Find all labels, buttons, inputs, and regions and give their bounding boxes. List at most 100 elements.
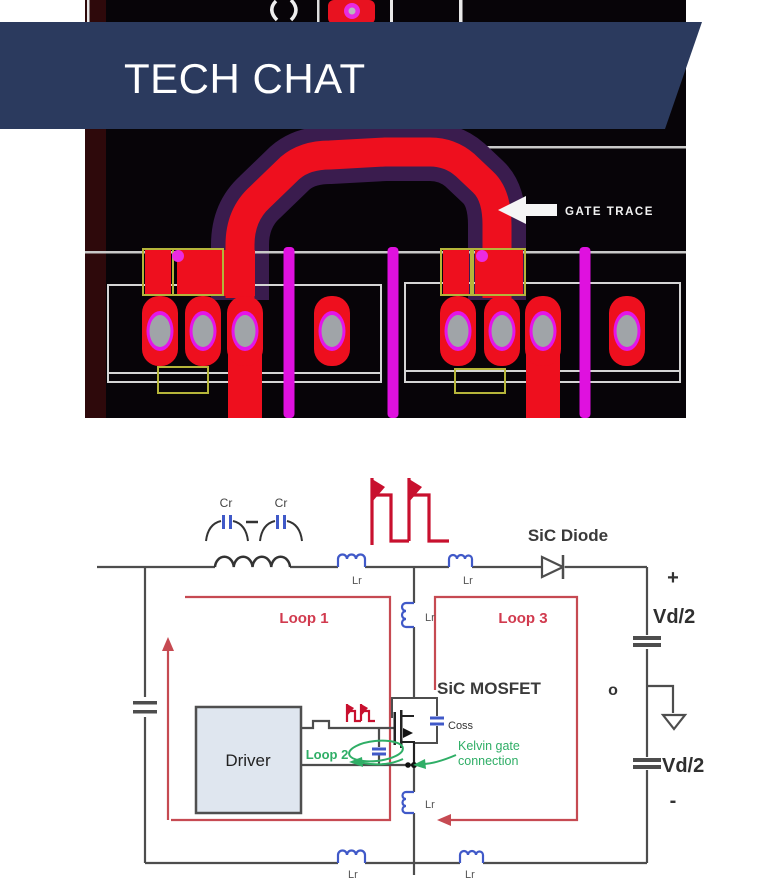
loop2-arrowhead — [349, 757, 363, 767]
loop3-label: Loop 3 — [498, 610, 547, 627]
gate-drive-wire — [301, 719, 394, 730]
node-o-label: o — [608, 682, 618, 699]
left-capacitor-icon — [133, 701, 157, 714]
waveform-spike — [409, 479, 422, 502]
circuit-schematic: Loop 1 Loop 3 — [85, 445, 768, 881]
lr-bottom-right-label: Lr — [465, 869, 475, 880]
pcb-top-arc-left — [270, 0, 279, 22]
pcb-top-bar-1 — [317, 0, 320, 22]
loop2-arrow-line — [358, 758, 404, 766]
sic-diode-label: SiC Diode — [528, 526, 608, 545]
pcb-top-bar-3 — [459, 0, 463, 22]
cap-plate — [133, 701, 157, 705]
yellow-outline — [472, 248, 526, 296]
gate-trace-label: GATE TRACE — [565, 206, 654, 218]
pcb-top-fragments — [87, 0, 463, 24]
lr-bottom-right-icon — [458, 849, 485, 863]
loop1-path — [166, 595, 392, 822]
mosfet-stubs — [402, 715, 415, 765]
pcb-stripe-1 — [283, 247, 295, 418]
cr-left-label: Cr — [220, 496, 233, 510]
mosfet-gate-bar — [393, 712, 396, 745]
coss-plate — [430, 716, 444, 720]
mosfet-body-loop — [391, 697, 438, 744]
cr-plate — [229, 515, 232, 529]
kelvin-annotation — [413, 754, 457, 769]
pcb-pin-posts-right — [440, 248, 526, 394]
yellow-outline — [440, 248, 472, 296]
sic-diode-symbol — [540, 555, 566, 579]
cap-plate — [633, 636, 661, 640]
kelvin-label-line1: Kelvin gate — [458, 739, 520, 753]
pad — [142, 296, 178, 366]
post — [177, 250, 255, 296]
lr-top-right-icon — [447, 553, 474, 567]
lr-inductors-bottom — [336, 849, 485, 863]
vd-bottom-label: Vd/2 — [662, 755, 704, 777]
kelvin-arrow-line — [421, 754, 457, 765]
cr-plate — [276, 515, 279, 529]
vd-top-label: Vd/2 — [653, 606, 695, 628]
kelvin-arrowhead — [413, 759, 426, 769]
loop3-rect — [433, 595, 579, 822]
lr-inductors-top — [336, 553, 474, 567]
pcb-gate-trace-arch — [211, 123, 526, 300]
pad — [525, 296, 561, 366]
banner-title: TECH CHAT — [124, 55, 366, 102]
lr-top-left-label: Lr — [352, 575, 362, 587]
pcb-top-arc-right — [289, 0, 298, 22]
coss-plate — [430, 722, 444, 726]
loop2-ellipse — [348, 739, 404, 763]
cap-plate — [633, 643, 661, 647]
pcb-horizontal-line-lower — [85, 251, 686, 254]
lr-bottom-left-icon — [336, 849, 367, 863]
plus-label: + — [667, 567, 679, 589]
lr-bottom-left-label: Lr — [348, 869, 358, 880]
pcb-top-via-center — [348, 7, 356, 15]
cr-right-label: Cr — [275, 496, 288, 510]
gate-waveform-spike — [347, 704, 354, 716]
gate-waveform — [345, 704, 375, 723]
pcb-pads — [142, 296, 645, 366]
minus-label: - — [670, 790, 677, 812]
sic-mosfet-label: SiC MOSFET — [437, 679, 542, 698]
waveform-path — [370, 478, 449, 545]
yellow-bracket — [454, 368, 506, 394]
yellow-outline — [172, 248, 224, 296]
post — [145, 250, 171, 296]
waveform-spike — [372, 479, 385, 502]
mosfet-channel-bar — [400, 710, 403, 748]
cgs-plate — [372, 752, 386, 756]
coss-label: Coss — [448, 720, 474, 732]
pad — [484, 296, 520, 366]
pcb-stripe-3 — [579, 247, 591, 418]
cr-capacitors — [205, 515, 303, 542]
lr-mid-icon — [400, 601, 414, 629]
lr-top-left-icon — [336, 553, 367, 567]
cr-plate — [283, 515, 286, 529]
diode-triangle — [540, 555, 566, 579]
mosfet-arrow — [403, 728, 413, 738]
cr-hooks — [259, 520, 303, 542]
cr-hooks — [205, 520, 249, 542]
cap-plate — [633, 758, 661, 762]
lr-top-right-label: Lr — [463, 575, 473, 587]
loop1-arrowhead — [162, 637, 174, 651]
loop2-label: Loop 2 — [306, 747, 349, 762]
switch-node-waveform — [370, 478, 449, 545]
vd-top-capacitor-icon — [633, 636, 661, 647]
driver-label: Driver — [225, 751, 271, 770]
magenta-dot — [476, 250, 488, 262]
pad — [440, 296, 476, 366]
ground-branch — [647, 684, 675, 713]
pcb-magenta-stripes — [283, 247, 591, 418]
gate-trace-arrow-icon — [498, 196, 557, 224]
lr-low-label: Lr — [425, 799, 435, 811]
pcb-stripe-2 — [387, 247, 399, 418]
loop1-label: Loop 1 — [279, 610, 328, 627]
lr-low-icon — [401, 790, 414, 815]
schematic-svg: Loop 1 Loop 3 — [97, 478, 704, 881]
yellow-bracket — [157, 366, 209, 394]
pad — [314, 296, 350, 366]
pcb-top-bar-2 — [390, 0, 393, 22]
